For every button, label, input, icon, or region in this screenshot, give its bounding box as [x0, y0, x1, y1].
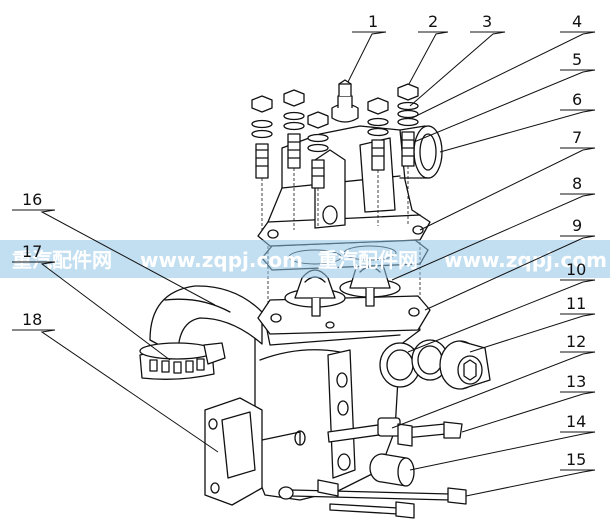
callout-18: 18	[22, 310, 42, 329]
callout-17: 17	[22, 242, 42, 261]
callout-4: 4	[572, 12, 582, 31]
callout-1: 1	[368, 12, 378, 31]
callout-8: 8	[572, 174, 582, 193]
bolt-stack-4	[367, 97, 389, 171]
bolt-stack-3	[307, 111, 329, 189]
watermark-brand-right: 重汽配件网	[318, 248, 418, 272]
watermark: 重汽配件网 www.zqpj.com 重汽配件网 www.zqpj.com	[0, 240, 610, 278]
callout-7: 7	[572, 128, 582, 147]
sleeve-bushing	[369, 453, 415, 487]
callout-13: 13	[566, 372, 586, 391]
callout-5: 5	[572, 50, 582, 69]
callout-16: 16	[22, 190, 42, 209]
threaded-plug	[439, 340, 491, 390]
lower-flange-plate	[257, 295, 431, 335]
callout-6: 6	[572, 90, 582, 109]
callout-numbers: 1 2 3 4 5 6 7 8 9 10 11 12 13 14 15 16 1…	[22, 12, 586, 469]
callout-10: 10	[566, 260, 586, 279]
callout-12: 12	[566, 332, 586, 351]
bolt-stack-2	[283, 89, 305, 169]
watermark-url-left: www.zqpj.com	[140, 248, 303, 272]
long-bolt-lower	[278, 479, 467, 519]
callout-9: 9	[572, 216, 582, 235]
callout-2: 2	[428, 12, 438, 31]
watermark-url-right: www.zqpj.com	[444, 248, 607, 272]
long-bolt-upper	[327, 417, 463, 447]
callout-leaders	[12, 31, 596, 497]
center-cap	[331, 79, 359, 123]
watermark-brand-left: 重汽配件网	[12, 248, 112, 272]
bolt-stack-1	[251, 95, 273, 179]
callout-3: 3	[482, 12, 492, 31]
assembly-drawing	[139, 79, 491, 519]
callout-11: 11	[566, 294, 586, 313]
bolt-stack-5	[397, 83, 419, 167]
callout-15: 15	[566, 450, 586, 469]
callout-14: 14	[566, 412, 586, 431]
